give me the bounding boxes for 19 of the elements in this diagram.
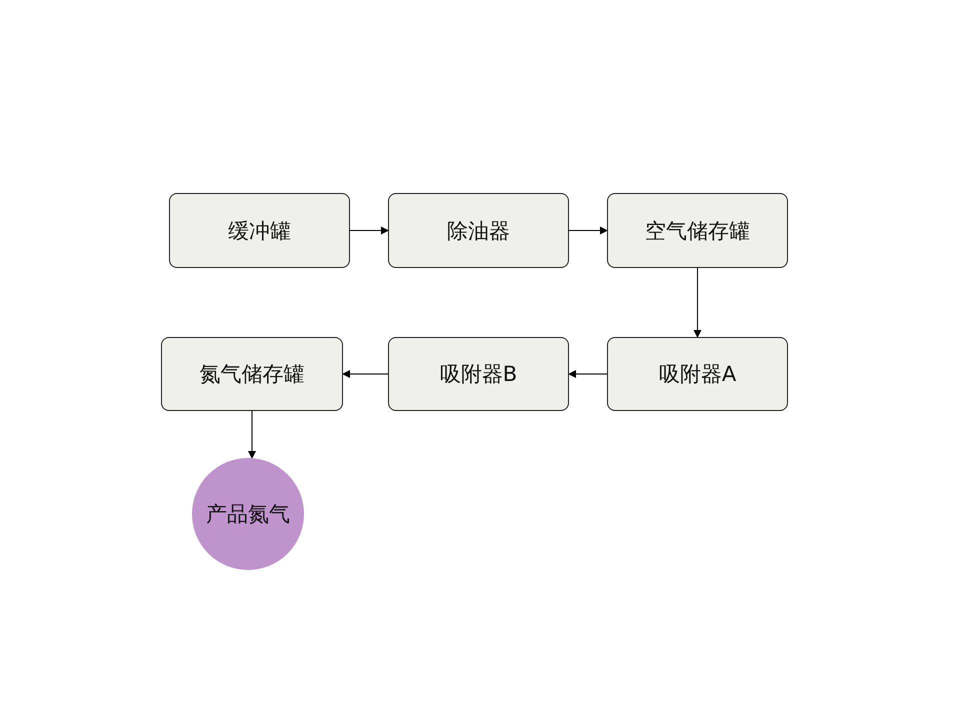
arrow xyxy=(248,410,256,459)
node-label: 缓冲罐 xyxy=(228,218,291,244)
process-box xyxy=(607,193,788,268)
node-label: 除油器 xyxy=(447,218,510,244)
node-label: 产品氮气 xyxy=(206,501,290,528)
process-box xyxy=(388,193,569,268)
arrow xyxy=(350,226,389,234)
process-box xyxy=(388,337,569,411)
node-label: 吸附器A xyxy=(658,361,736,388)
node-label: 氮气储存罐 xyxy=(200,361,304,388)
process-box xyxy=(161,337,343,411)
arrow xyxy=(568,370,608,378)
arrow xyxy=(694,268,702,338)
arrow xyxy=(568,226,608,234)
node-label: 吸附器B xyxy=(440,361,518,388)
arrow xyxy=(342,370,388,378)
process-box xyxy=(169,193,350,268)
process-box xyxy=(607,337,788,411)
node-label: 空气储存罐 xyxy=(645,218,750,244)
